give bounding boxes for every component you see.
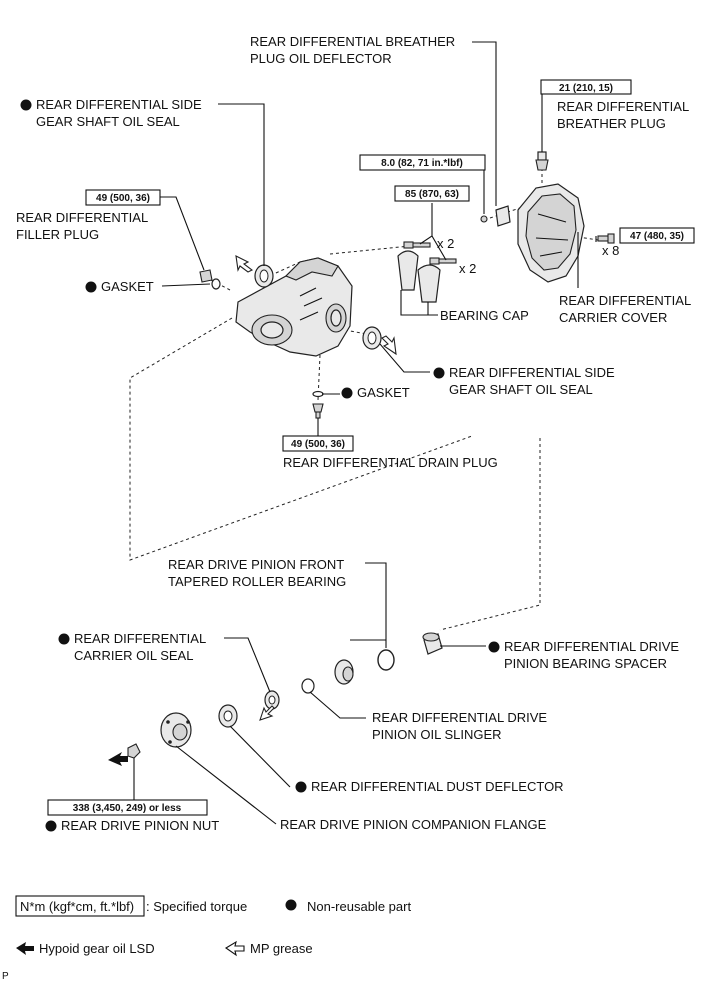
label-front-bearing: REAR DRIVE PINION FRONT xyxy=(168,557,344,572)
svg-text:47 (480, 35): 47 (480, 35) xyxy=(630,231,684,242)
label-side-seal-top-2: GEAR SHAFT OIL SEAL xyxy=(36,114,180,129)
torque-pinion-nut: 338 (3,450, 249) or less xyxy=(47,799,208,816)
label-dust-deflector: REAR DIFFERENTIAL DUST DEFLECTOR xyxy=(311,779,564,794)
torque-breather-plug: 21 (210, 15) xyxy=(540,79,632,95)
filled-circle-icon xyxy=(433,367,445,379)
bearing-caps xyxy=(397,241,457,303)
label-carrier-oil-seal: REAR DIFFERENTIAL xyxy=(74,631,206,646)
leader-lines xyxy=(133,41,597,825)
filled-circle-icon xyxy=(20,99,32,111)
side-oil-seal-top xyxy=(254,264,274,288)
legend: N*m (kgf*cm, ft.*lbf) : Specified torque… xyxy=(15,895,411,957)
filled-circle-icon xyxy=(85,281,97,293)
filled-arrow-icon xyxy=(16,942,34,955)
label-bearing-cap: BEARING CAP xyxy=(440,308,529,323)
filled-circle-icon xyxy=(295,781,307,793)
svg-text:8.0 (82, 71 in.*lbf): 8.0 (82, 71 in.*lbf) xyxy=(381,158,463,169)
label-carrier-oil-seal-2: CARRIER OIL SEAL xyxy=(74,648,193,663)
label-gasket-lower: GASKET xyxy=(357,385,410,400)
label-pinion-nut: REAR DRIVE PINION NUT xyxy=(61,818,219,833)
companion-flange xyxy=(160,712,192,748)
drive-pinion-bearing-spacer xyxy=(422,632,443,655)
torque-bearing-cap-bolts: 85 (870, 63) xyxy=(394,185,470,202)
outline-arrow-icon xyxy=(381,335,397,356)
label-carrier-cover: REAR DIFFERENTIAL xyxy=(559,293,691,308)
legend-torque-unit: N*m (kgf*cm, ft.*lbf) xyxy=(20,899,134,914)
label-side-seal-top: REAR DIFFERENTIAL SIDE xyxy=(36,97,202,112)
outline-arrow-icon xyxy=(259,705,275,721)
label-companion-flange: REAR DRIVE PINION COMPANION FLANGE xyxy=(280,817,547,832)
dust-deflector xyxy=(218,704,238,728)
label-breather-plug: REAR DIFFERENTIAL xyxy=(557,99,689,114)
drain-plug xyxy=(312,403,324,419)
legend-non-reusable: Non-reusable part xyxy=(307,899,411,914)
breather-plug xyxy=(535,151,549,171)
qty-bearing-cap-bolts-a: x 2 xyxy=(437,236,454,251)
legend-mp-grease: MP grease xyxy=(250,941,313,956)
qty-bearing-cap-bolts-b: x 2 xyxy=(459,261,476,276)
front-tapered-roller-bearing xyxy=(334,649,395,685)
legend-hypoid-oil: Hypoid gear oil LSD xyxy=(39,941,155,956)
filled-circle-icon xyxy=(285,899,297,911)
outline-arrow-icon xyxy=(224,940,245,957)
svg-text:21 (210, 15): 21 (210, 15) xyxy=(559,83,613,94)
gasket-lower xyxy=(312,390,324,398)
differential-carrier-cover xyxy=(517,183,585,283)
torque-drain-plug: 49 (500, 36) xyxy=(282,435,354,452)
svg-text:49 (500, 36): 49 (500, 36) xyxy=(291,439,345,450)
label-side-seal-bottom-2: GEAR SHAFT OIL SEAL xyxy=(449,382,593,397)
svg-text:338 (3,450, 249) or less: 338 (3,450, 249) or less xyxy=(73,803,182,814)
torque-deflector-bolt: 8.0 (82, 71 in.*lbf) xyxy=(359,154,486,171)
label-filler-plug-2: FILLER PLUG xyxy=(16,227,99,242)
torque-filler-plug: 49 (500, 36) xyxy=(85,189,161,206)
label-drain-plug: REAR DIFFERENTIAL DRAIN PLUG xyxy=(283,455,498,470)
qty-cover-bolts: x 8 xyxy=(602,243,619,258)
legend-torque-text: : Specified torque xyxy=(146,899,247,914)
label-filler-plug: REAR DIFFERENTIAL xyxy=(16,210,148,225)
label-slinger-2: PINION OIL SLINGER xyxy=(372,727,502,742)
differential-carrier-housing xyxy=(235,257,353,357)
filled-circle-icon xyxy=(45,820,57,832)
label-spacer: REAR DIFFERENTIAL DRIVE xyxy=(504,639,679,654)
gasket-upper xyxy=(211,278,221,290)
filled-circle-icon xyxy=(341,387,353,399)
outline-arrow-icon xyxy=(235,255,254,273)
svg-text:85 (870, 63): 85 (870, 63) xyxy=(405,189,459,200)
side-oil-seal-bottom xyxy=(362,326,382,350)
filled-circle-icon xyxy=(58,633,70,645)
cover-bolt xyxy=(597,233,615,244)
svg-text:49 (500, 36): 49 (500, 36) xyxy=(96,193,150,204)
filled-circle-icon xyxy=(488,641,500,653)
label-gasket-upper: GASKET xyxy=(101,279,154,294)
label-breather-deflector-2: PLUG OIL DEFLECTOR xyxy=(250,51,392,66)
corner-mark: P xyxy=(2,971,9,982)
torque-cover-bolts: 47 (480, 35) xyxy=(619,227,695,244)
label-side-seal-bottom: REAR DIFFERENTIAL SIDE xyxy=(449,365,615,380)
label-slinger: REAR DIFFERENTIAL DRIVE xyxy=(372,710,547,725)
filler-plug xyxy=(199,269,213,283)
label-spacer-2: PINION BEARING SPACER xyxy=(504,656,667,671)
label-carrier-cover-2: CARRIER COVER xyxy=(559,310,667,325)
filled-arrow-icon xyxy=(108,752,128,766)
pinion-nut xyxy=(127,743,141,759)
label-breather-deflector: REAR DIFFERENTIAL BREATHER xyxy=(250,34,455,49)
label-breather-plug-2: BREATHER PLUG xyxy=(557,116,666,131)
breather-oil-deflector xyxy=(480,205,511,227)
drive-pinion-oil-slinger xyxy=(301,678,315,694)
label-front-bearing-2: TAPERED ROLLER BEARING xyxy=(168,574,346,589)
